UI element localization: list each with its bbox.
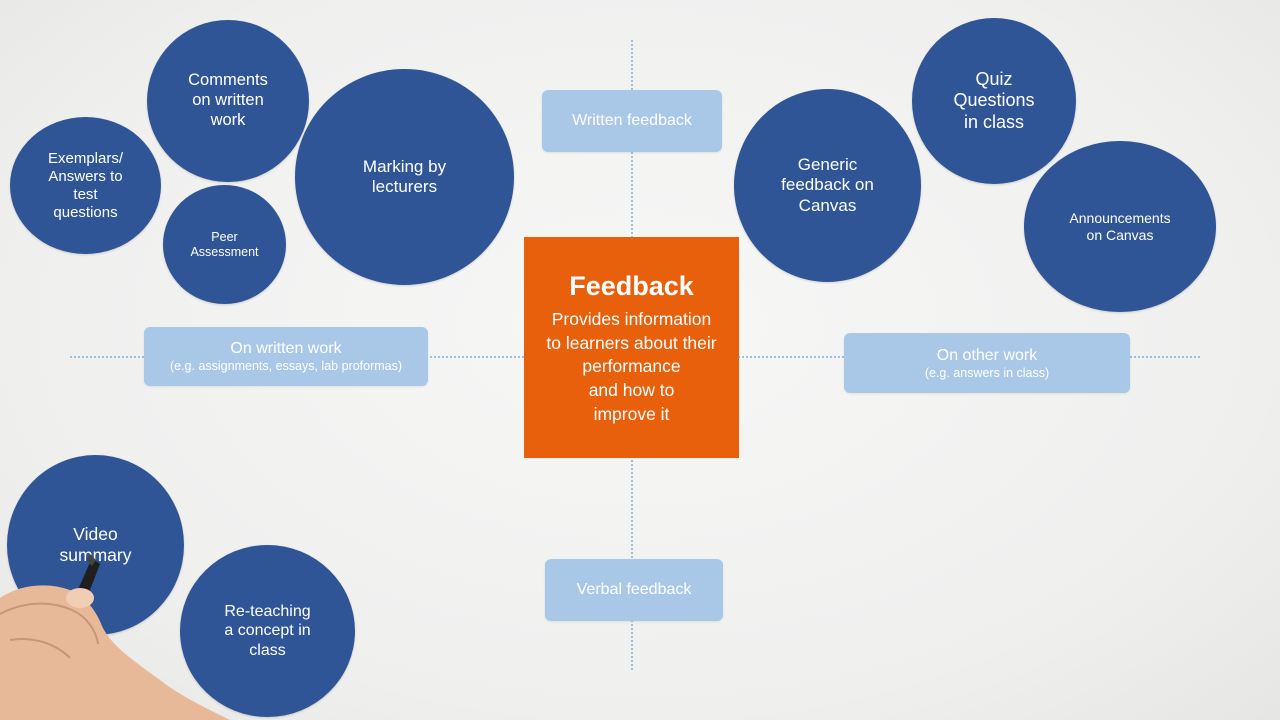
circle-generic-feedback-canvas-text: Generic feedback on Canvas xyxy=(781,154,874,215)
circle-exemplars: Exemplars/ Answers to test questions xyxy=(10,117,161,254)
label-written-feedback: Written feedback xyxy=(542,90,722,152)
circle-reteaching-text: Re-teaching a concept in class xyxy=(224,603,311,659)
circle-peer-assessment: Peer Assessment xyxy=(163,185,286,304)
circle-exemplars-text: Exemplars/ Answers to test questions xyxy=(47,149,124,221)
circle-marking-by-lecturers: Marking by lecturers xyxy=(295,69,514,285)
circle-announcements-canvas-text: Announcements on Canvas xyxy=(1069,209,1171,243)
label-on-other-work-sub: (e.g. answers in class) xyxy=(924,365,1050,380)
label-on-other-work-main: On other work xyxy=(936,346,1038,364)
circle-generic-feedback-canvas: Generic feedback on Canvas xyxy=(734,89,921,282)
circle-announcements-canvas: Announcements on Canvas xyxy=(1024,141,1216,312)
circle-quiz-questions: Quiz Questions in class xyxy=(912,18,1076,184)
label-on-other-work: On other work (e.g. answers in class) xyxy=(844,333,1130,393)
label-verbal-feedback: Verbal feedback xyxy=(545,559,723,621)
label-written-feedback-text: Written feedback xyxy=(572,112,692,129)
feedback-title: Feedback xyxy=(569,271,694,301)
circle-comments-written-work-text: Comments on written work xyxy=(188,71,268,129)
feedback-description: Provides information to learners about t… xyxy=(546,309,717,424)
label-on-written-work: On written work (e.g. assignments, essay… xyxy=(144,327,428,386)
circle-comments-written-work: Comments on written work xyxy=(147,20,309,182)
label-on-written-work-sub: (e.g. assignments, essays, lab proformas… xyxy=(169,359,403,373)
circle-quiz-questions-text: Quiz Questions in class xyxy=(953,68,1035,132)
label-verbal-feedback-text: Verbal feedback xyxy=(576,581,692,598)
circle-video-summary-text: Video summary xyxy=(59,524,132,565)
hand-holding-marker-icon xyxy=(0,554,230,720)
circle-reteaching: Re-teaching a concept in class xyxy=(180,545,355,717)
circle-video-summary: Video summary xyxy=(7,455,184,635)
circle-peer-assessment-text: Peer Assessment xyxy=(190,229,259,259)
circle-marking-by-lecturers-text: Marking by lecturers xyxy=(362,156,447,196)
label-on-written-work-main: On written work xyxy=(230,340,342,357)
feedback-center-box: Feedback Provides information to learner… xyxy=(524,237,739,458)
